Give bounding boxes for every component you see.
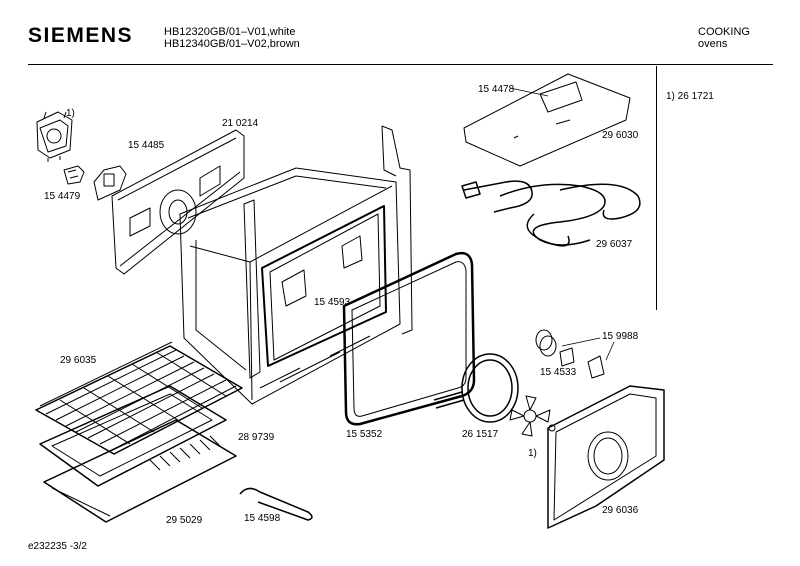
clip-part xyxy=(63,165,85,185)
subcategory-label: ovens xyxy=(698,38,728,50)
oven-lamp xyxy=(535,329,605,379)
part-label: 15 9988 xyxy=(602,331,639,342)
oven-cavity xyxy=(179,125,413,405)
switch-bracket xyxy=(93,165,127,201)
part-label: 15 4485 xyxy=(128,140,165,151)
enamel-tray xyxy=(39,385,227,487)
category-label: COOKING xyxy=(698,26,750,38)
brand-logo: SIEMENS xyxy=(28,24,134,47)
grill-element xyxy=(461,180,641,247)
circular-element xyxy=(433,353,519,423)
part-label: 21 0214 xyxy=(222,118,259,129)
footnote-text: 1) 26 1721 xyxy=(666,91,714,102)
part-label: 15 4593 xyxy=(314,297,351,308)
part-label: 29 6035 xyxy=(60,355,97,366)
part-label: 29 5029 xyxy=(166,515,203,526)
model-line-1: HB12320GB/01–V01,white xyxy=(164,26,296,38)
door-seal xyxy=(342,251,476,426)
model-line-2: HB12340GB/01–V02,brown xyxy=(164,38,300,50)
part-label: 15 4533 xyxy=(540,367,577,378)
leader-lines xyxy=(509,87,615,361)
part-label: 29 6036 xyxy=(602,505,639,516)
fan-cover xyxy=(547,385,665,529)
part-label: 15 4598 xyxy=(244,513,281,524)
part-label: 15 4478 xyxy=(478,84,515,95)
part-label: 28 9739 xyxy=(238,432,275,443)
part-label: 1) xyxy=(528,448,537,459)
grill-pan xyxy=(43,419,237,523)
rear-panel xyxy=(111,129,245,275)
fan-motor xyxy=(36,111,73,162)
part-label: 15 4479 xyxy=(44,191,81,202)
part-label: 1) xyxy=(66,108,75,119)
part-label: 15 5352 xyxy=(346,429,383,440)
part-label: 26 1517 xyxy=(462,429,499,440)
doc-reference: e232235 -3/2 xyxy=(28,541,87,552)
part-label: 29 6030 xyxy=(602,130,639,141)
fan-blade xyxy=(509,395,556,437)
top-cover-plate xyxy=(463,73,631,167)
header-rule xyxy=(28,64,773,65)
hook-tool xyxy=(239,487,313,521)
part-label: 29 6037 xyxy=(596,239,633,250)
footnote-divider xyxy=(656,66,657,310)
